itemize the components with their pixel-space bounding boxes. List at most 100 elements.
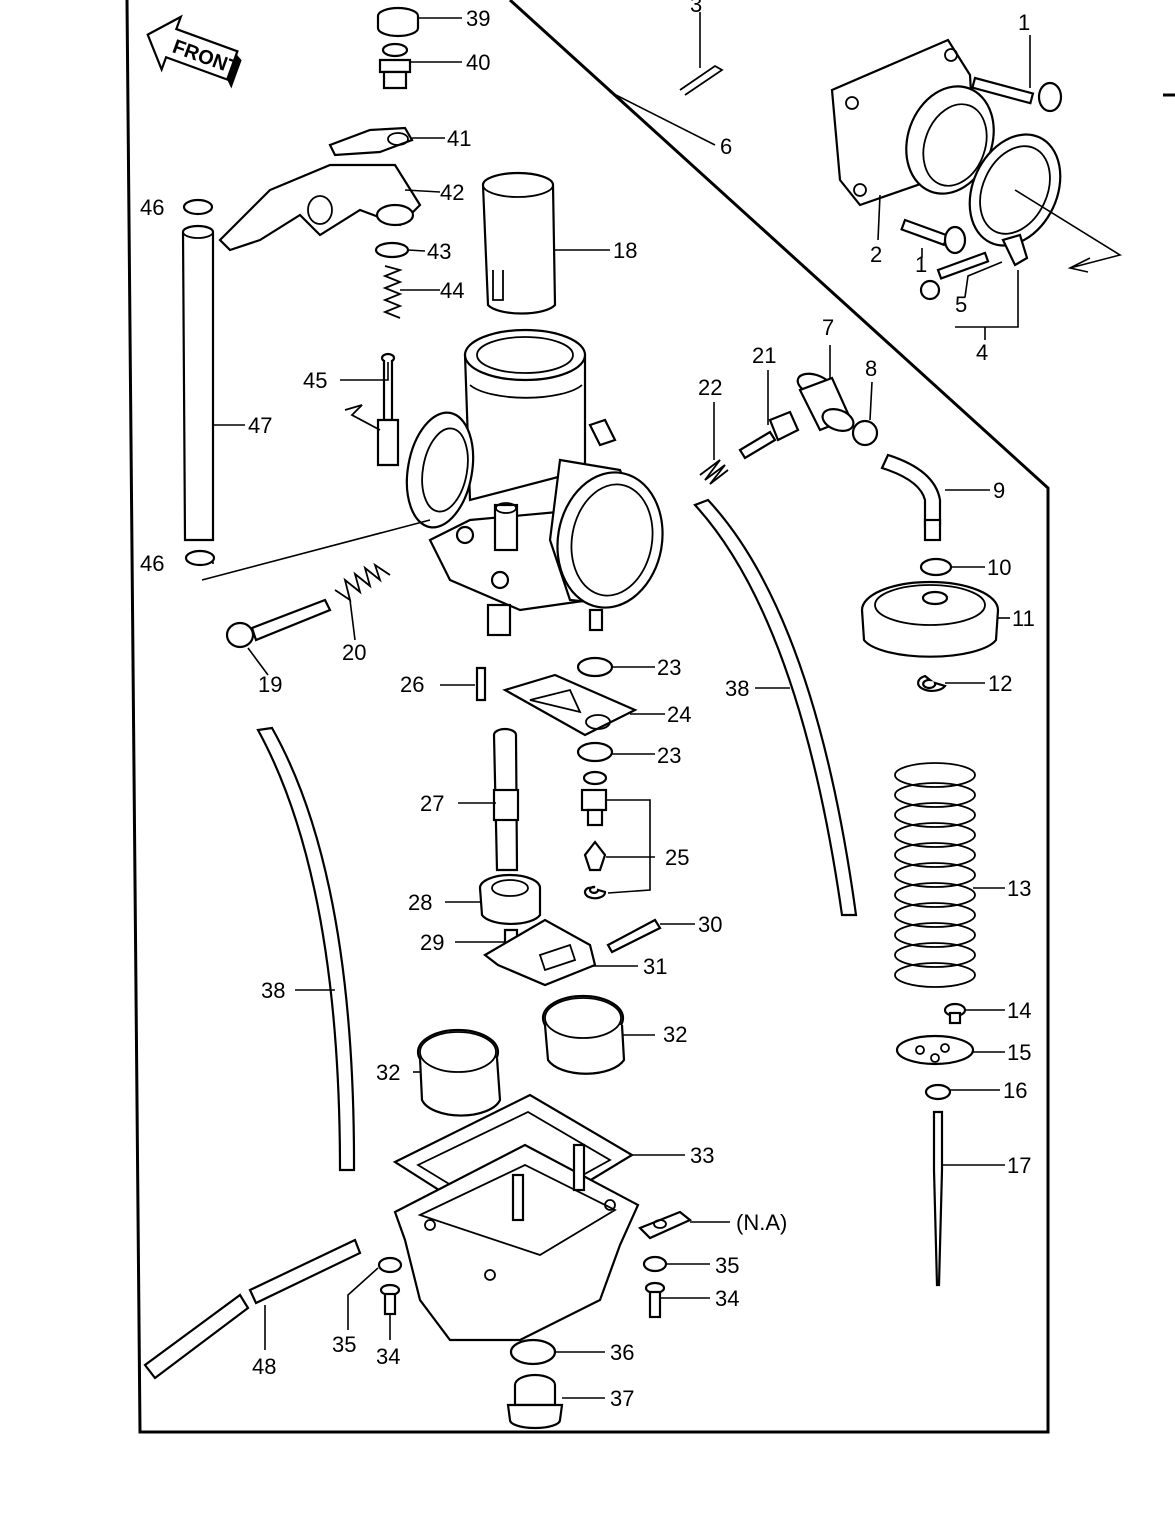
callout-1b: 1 <box>915 252 927 277</box>
bracket-na <box>638 1210 693 1240</box>
drain-plug <box>506 1373 564 1430</box>
callout-39: 39 <box>466 6 490 31</box>
callout-46a: 46 <box>140 195 164 220</box>
callout-45: 45 <box>303 368 327 393</box>
callout-26: 26 <box>400 672 424 697</box>
cable-adjuster <box>378 42 412 90</box>
callout-41: 41 <box>447 126 471 151</box>
callout-43: 43 <box>427 239 451 264</box>
callout-12: 12 <box>988 671 1012 696</box>
stop-spring <box>334 562 391 603</box>
callout-27: 27 <box>420 791 444 816</box>
o-ring-23a <box>576 656 614 678</box>
diagram-frame <box>125 0 1050 1434</box>
callout-44: 44 <box>440 278 464 303</box>
float-pin <box>606 918 662 954</box>
gasket-24 <box>502 673 638 737</box>
float-valve-clip <box>583 885 607 900</box>
callout-38b: 38 <box>261 978 285 1003</box>
pointer-arrow-icon <box>344 404 381 431</box>
callout-15: 15 <box>1007 1040 1031 1065</box>
vent-tube <box>181 224 215 542</box>
callout-4: 4 <box>976 340 988 365</box>
callout-40: 40 <box>466 50 490 75</box>
callout-32a: 32 <box>376 1060 400 1085</box>
top-cap <box>376 6 420 38</box>
choke-plunger <box>376 352 400 467</box>
float-32a <box>416 1028 502 1117</box>
carb-cap <box>860 580 1000 658</box>
callout-28: 28 <box>408 890 432 915</box>
screw-14 <box>943 1002 967 1025</box>
callout-1a: 1 <box>1018 10 1030 35</box>
callout-35a: 35 <box>332 1332 356 1357</box>
callout-20: 20 <box>342 640 366 665</box>
air-screw-spring <box>699 459 729 485</box>
callout-17: 17 <box>1007 1153 1031 1178</box>
throttle-spring <box>382 265 403 319</box>
callout-48: 48 <box>252 1354 276 1379</box>
screw-5 <box>919 251 990 301</box>
callout-8: 8 <box>865 356 877 381</box>
callout-25: 25 <box>665 845 689 870</box>
throttle-plate <box>328 126 414 157</box>
callout-22: 22 <box>698 375 722 400</box>
callout-31: 31 <box>643 954 667 979</box>
callout-37: 37 <box>610 1386 634 1411</box>
callout-30: 30 <box>698 912 722 937</box>
float-32b <box>541 994 626 1075</box>
front-arrow-icon: FRONT <box>146 14 242 89</box>
callout-18: 18 <box>613 238 637 263</box>
needle-plate <box>895 1034 975 1066</box>
intake-manifold <box>830 38 1062 267</box>
callout-42: 42 <box>440 180 464 205</box>
return-spring <box>894 762 976 988</box>
callout-na: (N.A) <box>736 1210 787 1235</box>
needle-clip <box>924 1083 952 1101</box>
float-bowl <box>393 1143 640 1342</box>
fitting-nut <box>851 419 879 447</box>
fuel-fitting <box>880 453 942 542</box>
callout-34b: 34 <box>715 1286 739 1311</box>
callout-2: 2 <box>870 242 882 267</box>
callout-9: 9 <box>993 478 1005 503</box>
callout-13: 13 <box>1007 876 1031 901</box>
callout-34a: 34 <box>376 1344 400 1369</box>
stop-screw <box>225 598 332 649</box>
callout-10: 10 <box>987 555 1011 580</box>
drain-tube <box>143 1238 362 1380</box>
choke-fitting <box>796 372 855 432</box>
o-ring <box>374 241 410 259</box>
callout-labels: 1 1 2 3 4 5 6 7 8 9 10 11 12 13 14 15 16… <box>140 0 1035 1411</box>
washer-10 <box>919 557 953 577</box>
needle-jet <box>492 727 520 872</box>
callout-35b: 35 <box>715 1253 739 1278</box>
callout-47: 47 <box>248 413 272 438</box>
clip-46b <box>184 549 216 567</box>
screw-1a <box>971 76 1063 113</box>
float-arm <box>483 918 597 987</box>
arrow-right-icon <box>1014 189 1123 273</box>
callout-36: 36 <box>610 1340 634 1365</box>
vent-leader-line <box>201 519 431 581</box>
callout-11: 11 <box>1012 606 1035 631</box>
callout-24: 24 <box>667 702 691 727</box>
callout-29: 29 <box>420 930 444 955</box>
washer-35a <box>377 1256 403 1274</box>
callout-16: 16 <box>1003 1078 1027 1103</box>
pilot-jet <box>475 666 487 702</box>
drain-gasket <box>509 1338 557 1366</box>
callout-33: 33 <box>690 1143 714 1168</box>
overflow-tube-left <box>256 726 356 1172</box>
air-screw <box>738 410 800 460</box>
screw-34b <box>644 1281 666 1319</box>
callout-46b: 46 <box>140 551 164 576</box>
float-valve-seat <box>580 770 608 827</box>
callout-5: 5 <box>955 292 967 317</box>
throttle-lever <box>218 163 422 252</box>
callout-6: 6 <box>720 134 732 159</box>
float-valve-needle <box>583 840 607 872</box>
throttle-slide <box>481 171 557 315</box>
leader-lines <box>212 12 1031 1399</box>
